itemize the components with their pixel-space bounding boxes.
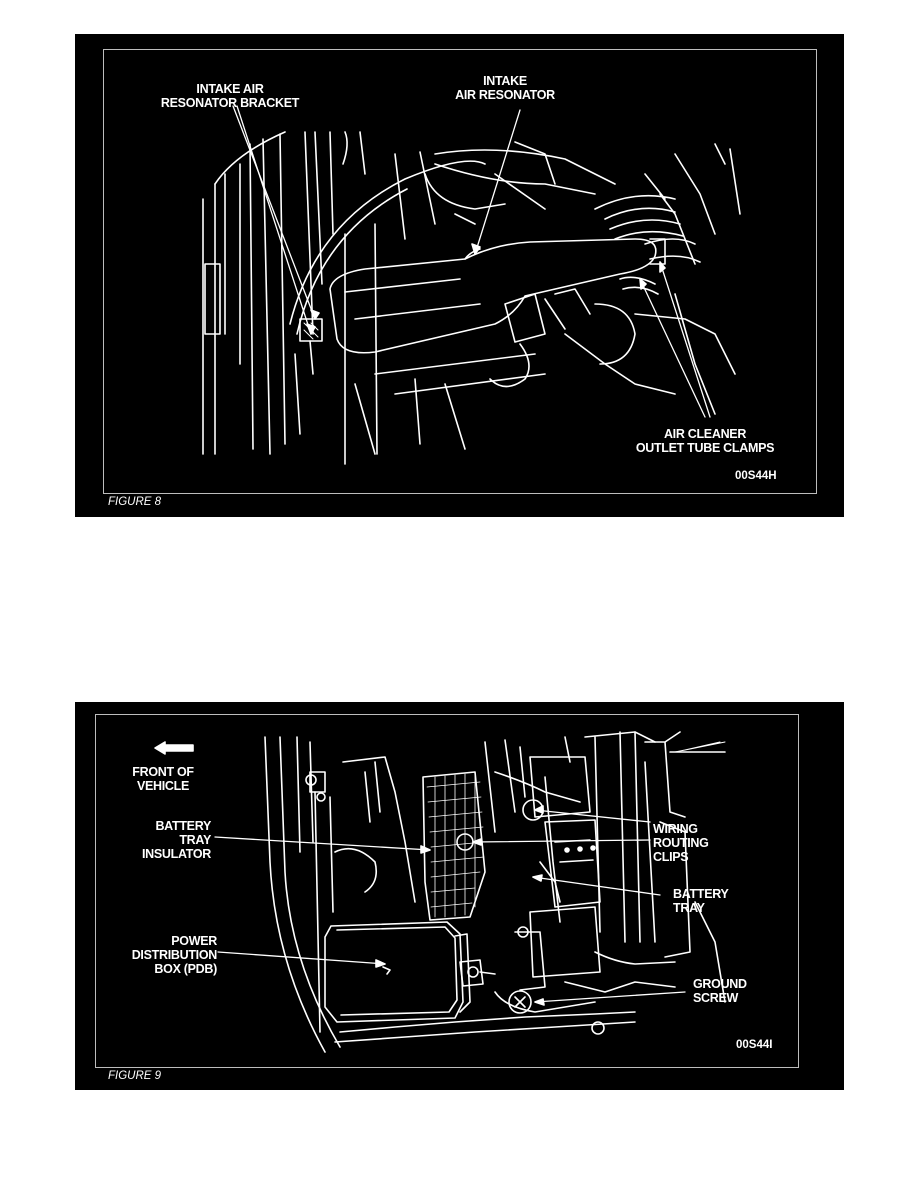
label-line: INTAKE <box>483 74 527 88</box>
figure-8-code: 00S44H <box>735 470 777 482</box>
label-battery-tray: BATTERY TRAY <box>673 887 729 915</box>
label-line: BOX (PDB) <box>154 962 217 976</box>
label-line: RESONATOR BRACKET <box>160 96 300 110</box>
label-front-of-vehicle: FRONT OF VEHICLE <box>123 765 203 793</box>
figure-8: INTAKE AIR RESONATOR BRACKET INTAKE AIR … <box>75 34 844 517</box>
figure-8-caption: FIGURE 8 <box>108 496 162 508</box>
label-intake-air-resonator: INTAKE AIR RESONATOR <box>430 74 580 102</box>
label-line: AIR RESONATOR <box>455 88 555 102</box>
figure-9-illustration <box>154 731 726 1053</box>
label-line: TRAY <box>673 901 705 915</box>
front-arrow-icon <box>154 741 194 755</box>
label-line: ROUTING <box>653 836 709 850</box>
figure-9: FRONT OF VEHICLE BATTERY TRAY INSULATOR … <box>75 702 844 1090</box>
figure-9-code: 00S44I <box>736 1039 773 1051</box>
label-line: OUTLET TUBE CLAMPS <box>635 441 775 455</box>
label-line: GROUND <box>693 977 747 991</box>
label-line: AIR CLEANER <box>663 427 747 441</box>
label-intake-air-resonator-bracket: INTAKE AIR RESONATOR BRACKET <box>130 82 330 110</box>
label-air-cleaner-outlet-tube-clamps: AIR CLEANER OUTLET TUBE CLAMPS <box>615 427 795 455</box>
figure-9-caption: FIGURE 9 <box>108 1070 162 1082</box>
label-line: CLIPS <box>653 850 689 864</box>
label-line: INTAKE AIR <box>196 82 264 96</box>
label-wiring-routing-clips: WIRING ROUTING CLIPS <box>653 822 709 864</box>
label-line: SCREW <box>693 991 739 1005</box>
label-line: INSULATOR <box>141 847 211 861</box>
label-line: TRAY <box>179 833 211 847</box>
label-line: DISTRIBUTION <box>131 948 218 962</box>
label-line: WIRING <box>653 822 698 836</box>
label-power-distribution-box: POWER DISTRIBUTION BOX (PDB) <box>115 934 218 976</box>
label-ground-screw: GROUND SCREW <box>693 977 747 1005</box>
label-line: BATTERY <box>155 819 211 833</box>
label-line: POWER <box>171 934 217 948</box>
figure-8-frame <box>103 49 817 494</box>
label-battery-tray-insulator: BATTERY TRAY INSULATOR <box>115 819 211 861</box>
label-line: FRONT OF <box>132 765 194 779</box>
figure-9-frame <box>95 714 799 1068</box>
label-line: VEHICLE <box>136 779 190 793</box>
figure-8-illustration <box>202 105 741 465</box>
label-line: BATTERY <box>673 887 729 901</box>
